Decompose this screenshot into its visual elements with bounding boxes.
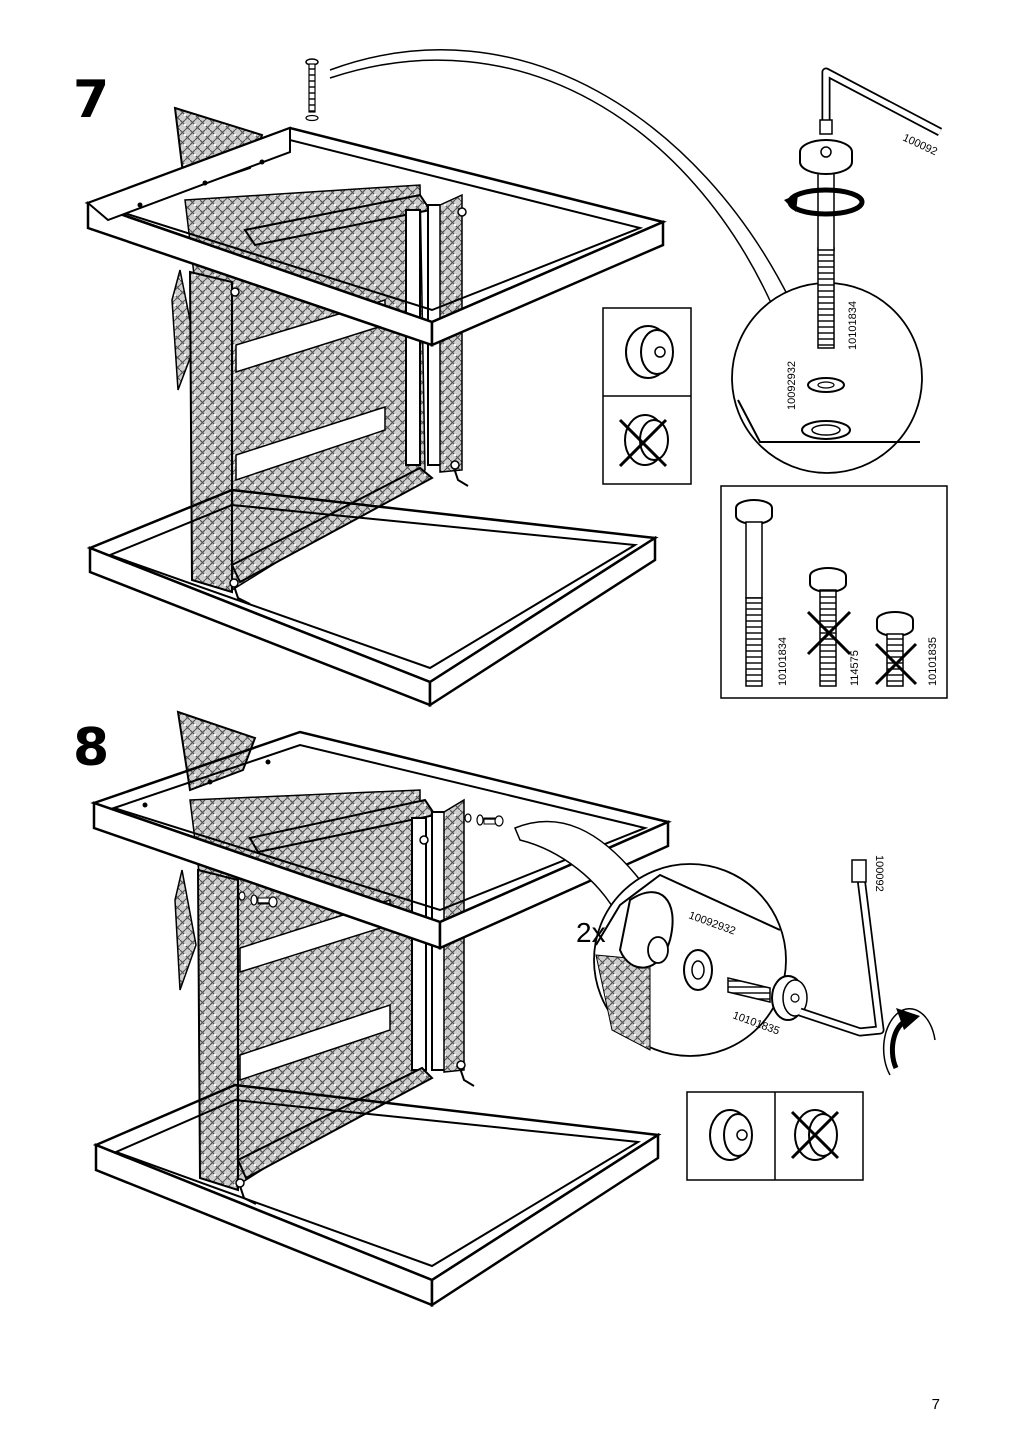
- step-7-check-box: [602, 307, 692, 485]
- wrong-short-bolt-icon: [874, 611, 918, 687]
- correct-bolt-head-icon: [625, 325, 674, 379]
- step-7-chair-frame: [84, 106, 667, 708]
- step-7-tool-code: 100092: [901, 132, 939, 158]
- correct-bolt-head-icon: [709, 1109, 753, 1161]
- step-7-bolt-comparison: 10101834 114575 10101835: [720, 485, 948, 699]
- step-8-small-bolt-top: [464, 813, 504, 827]
- step-8-small-bolt-left: [238, 891, 278, 908]
- step-7-detail-callout: 100092 10092932 10101834: [731, 67, 943, 474]
- step-8-tool-code: 100092: [873, 855, 885, 892]
- step-7-bolt-insertion: [305, 49, 791, 306]
- wrong-bolt-head-icon: [790, 1109, 840, 1161]
- page-number: 7: [931, 1396, 940, 1413]
- step-8-number: 8: [73, 718, 110, 778]
- comparison-correct-code: 10101834: [777, 637, 789, 686]
- wrong-bolt-head-icon: [618, 414, 669, 468]
- step-7-number: 7: [73, 70, 110, 130]
- comparison-wrong-1-code: 114575: [849, 650, 861, 686]
- comparison-wrong-2-code: 10101835: [927, 637, 939, 686]
- wrong-medium-bolt-icon: [806, 567, 852, 687]
- step-8-quantity: 2x: [576, 917, 606, 948]
- step-8-chair-frame: [90, 710, 672, 1308]
- step-8-check-box: [686, 1091, 864, 1181]
- step-7-bolt-code: 10101834: [847, 301, 859, 350]
- step-8-detail-callout: 2x 10092932 10101835 100092: [514, 820, 936, 1076]
- correct-long-bolt-icon: [735, 499, 773, 687]
- step-7-washer-code: 10092932: [786, 361, 798, 410]
